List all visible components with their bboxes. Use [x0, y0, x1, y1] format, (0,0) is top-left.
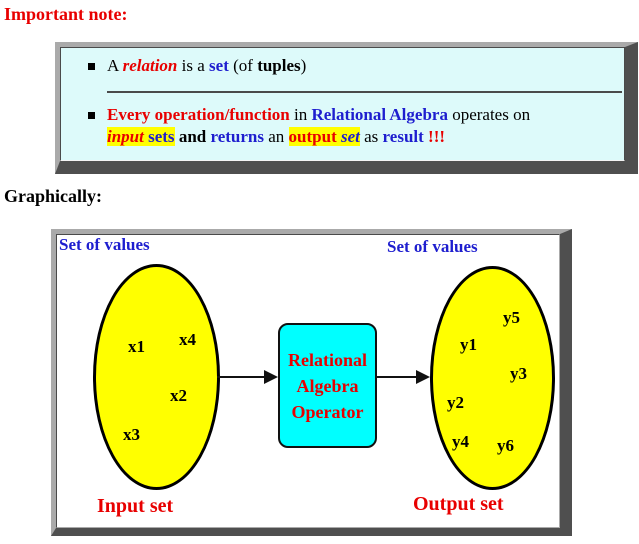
- note-bullet-1-text: A relation is a set (of tuples): [107, 56, 307, 75]
- output-item: y6: [497, 436, 514, 455]
- output-item: y2: [447, 393, 464, 412]
- important-note-heading: Important note:: [4, 4, 128, 24]
- output-set-ellipse: [430, 266, 555, 490]
- input-item: x2: [170, 386, 187, 405]
- square-bullet-icon: [88, 112, 95, 119]
- note-bullet-1: A relation is a set (of tuples): [88, 55, 616, 77]
- operator-label-line: Algebra: [296, 375, 359, 396]
- output-item: y4: [452, 432, 469, 451]
- input-item: x4: [179, 330, 196, 349]
- separator-line: [107, 91, 622, 93]
- diagram-panel: Set of values Set of values x1 x4 x2 x3 …: [51, 229, 572, 536]
- diagram-canvas: Set of values Set of values x1 x4 x2 x3 …: [56, 234, 560, 528]
- note-bullet-2-line-2: input sets and returns an output set as …: [107, 127, 446, 146]
- input-arrow-head-icon: [264, 370, 278, 384]
- input-arrow-line: [217, 376, 265, 378]
- note-bullet-2: Every operation/function in Relational A…: [88, 104, 616, 148]
- input-item: x1: [128, 337, 145, 356]
- input-sets-highlight: input sets: [107, 127, 175, 146]
- operator-label-line: Operator: [291, 401, 364, 422]
- output-set-caption: Output set: [413, 493, 504, 515]
- relational-algebra-operator-box: Relational Algebra Operator: [278, 323, 377, 448]
- graphically-heading: Graphically:: [4, 186, 102, 206]
- output-item: y3: [510, 364, 527, 383]
- input-set-caption: Input set: [97, 495, 174, 517]
- output-set-highlight: output set: [288, 127, 360, 146]
- input-set-title: Set of values: [59, 235, 150, 254]
- note-bullet-2-text: Every operation/function in Relational A…: [107, 104, 530, 148]
- output-set-title: Set of values: [387, 237, 478, 256]
- output-arrow-line: [377, 376, 417, 378]
- note-panel: A relation is a set (of tuples) Every op…: [55, 42, 638, 174]
- square-bullet-icon: [88, 63, 95, 70]
- output-arrow-head-icon: [416, 370, 430, 384]
- input-set-ellipse: [93, 264, 220, 490]
- input-item: x3: [123, 425, 140, 444]
- output-item: y1: [460, 335, 477, 354]
- operator-label-line: Relational: [288, 349, 367, 370]
- output-item: y5: [503, 308, 520, 327]
- note-bullet-2-line-1: Every operation/function in Relational A…: [107, 105, 531, 124]
- note-panel-content: A relation is a set (of tuples) Every op…: [60, 47, 625, 161]
